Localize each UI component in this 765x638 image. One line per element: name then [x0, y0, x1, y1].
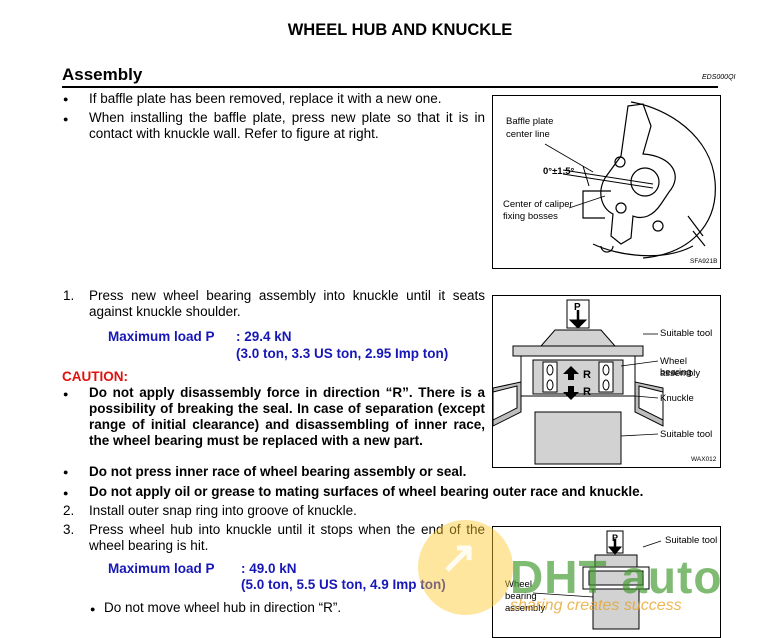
step-number: 1.: [63, 288, 75, 303]
bearing-press-drawing: [493, 299, 664, 465]
fig1-label: center line: [506, 129, 550, 140]
caution-label: CAUTION:: [62, 369, 128, 384]
load-sub: (5.0 ton, 5.5 US ton, 4.9 Imp ton): [241, 577, 446, 592]
caution-bullet-1: Do not apply disassembly force in direct…: [89, 385, 485, 448]
fig2-label: assembly: [660, 368, 701, 379]
load-label: Maximum load P: [108, 561, 215, 576]
intro-bullet-2: When installing the baffle plate, press …: [89, 110, 485, 141]
caution-bullet-2: Do not press inner race of wheel bearing…: [89, 464, 467, 479]
fig1-label: Center of caliper: [503, 199, 573, 210]
watermark-logo-icon: [418, 520, 513, 615]
fig2-label: Knuckle: [660, 393, 694, 404]
intro-bullet-1: If baffle plate has been removed, replac…: [89, 91, 442, 106]
fig2-label: Suitable tool: [660, 429, 713, 440]
bullet-dot: ●: [90, 604, 96, 614]
fig3-label: Wheel: [505, 579, 532, 590]
bullet-dot: ●: [63, 389, 69, 399]
fig2-code: WAX012: [691, 456, 717, 463]
fig1-angle-label: 0°±1.5°: [543, 166, 575, 177]
watermark-arrow-icon: ↗: [440, 533, 477, 582]
bullet-dot: ●: [63, 94, 69, 104]
bearing-press-figure: P R R Suitable tool Wheel bearing assemb…: [492, 295, 721, 468]
load-value: : 49.0 kN: [241, 561, 297, 576]
load-label: Maximum load P: [108, 329, 215, 344]
fig2-r-label: R: [583, 369, 591, 381]
fig2-r-label: R: [583, 386, 591, 398]
fig1-label: fixing bosses: [503, 211, 558, 222]
section-rule: [62, 86, 718, 88]
fig3-label: bearing: [505, 591, 537, 602]
page-title: WHEEL HUB AND KNUCKLE: [287, 21, 513, 39]
fig1-label: Baffle plate: [506, 116, 554, 127]
baffle-plate-figure: Baffle plate center line 0°±1.5° Center …: [492, 95, 721, 269]
step2-text: Install outer snap ring into groove of k…: [89, 503, 357, 518]
bullet-dot: ●: [63, 467, 69, 477]
load-sub: (3.0 ton, 3.3 US ton, 2.95 Imp ton): [236, 346, 449, 361]
fig2-label: Wheel bearing: [660, 356, 692, 378]
section-code: EDS000QI: [702, 74, 736, 81]
baffle-plate-drawing: [544, 101, 716, 259]
load-value: : 29.4 kN: [236, 329, 292, 344]
fig3-label: assembly: [505, 603, 546, 614]
bullet-dot: ●: [63, 488, 69, 498]
fig3-label: Suitable tool: [665, 535, 718, 546]
step1-text: Press new wheel bearing assembly into kn…: [89, 288, 485, 319]
step3-bullet: Do not move wheel hub in direction “R”.: [104, 600, 342, 615]
fig2-label: Suitable tool: [660, 328, 713, 339]
step-number: 2.: [63, 503, 75, 518]
watermark-slogan: sharing creates success: [510, 597, 682, 614]
step-number: 3.: [63, 522, 75, 537]
fig1-code: SFA921B: [690, 258, 718, 265]
bullet-dot: ●: [63, 114, 69, 124]
hub-press-drawing: [532, 530, 662, 630]
watermark-brand: DHT auto: [510, 551, 723, 603]
step3-text: Press wheel hub into knuckle until it st…: [89, 522, 485, 553]
fig2-p-label: P: [574, 302, 581, 313]
caution-bullet-3: Do not apply oil or grease to mating sur…: [89, 484, 644, 499]
fig3-p-label: P: [612, 533, 619, 543]
hub-press-figure: P Suitable tool Wheel bearing assembly: [492, 526, 721, 638]
section-heading: Assembly: [62, 65, 143, 84]
